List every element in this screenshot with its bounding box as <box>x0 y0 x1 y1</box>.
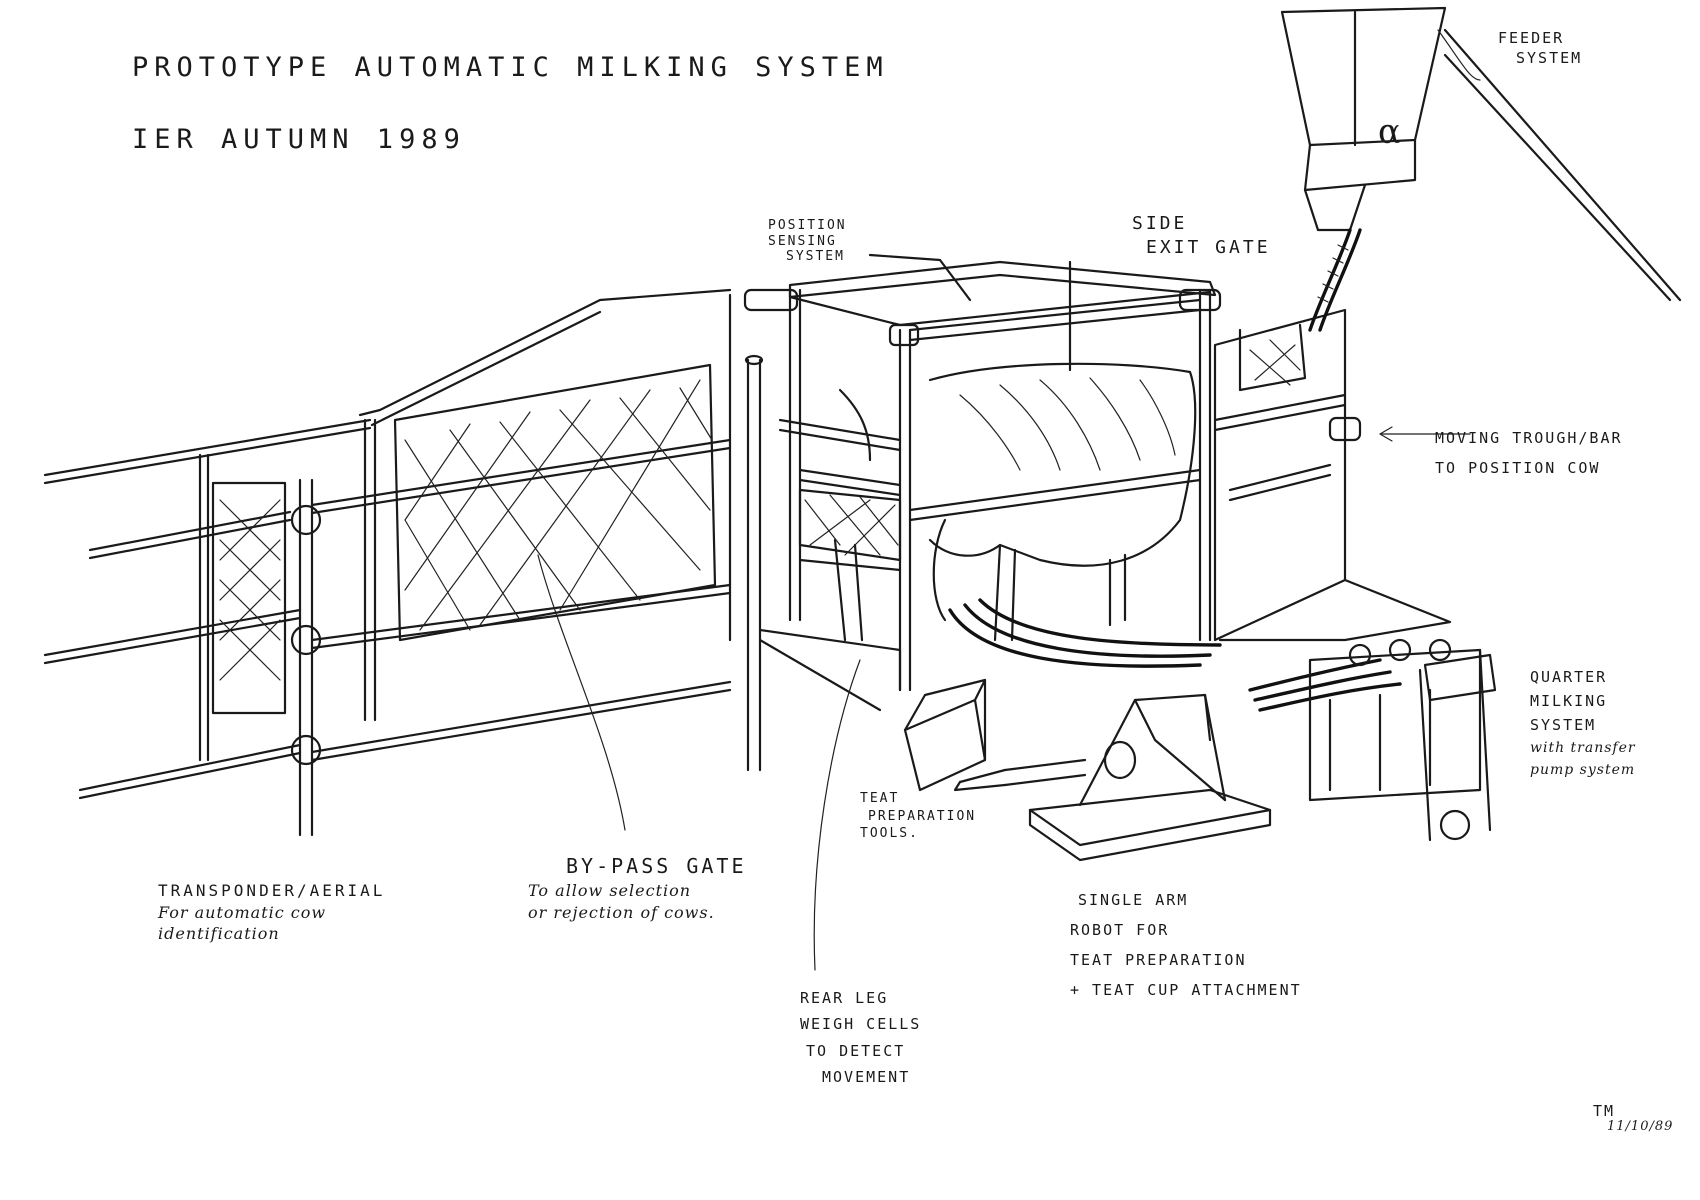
label-robot-line-2: ROBOT FOR <box>1070 921 1170 939</box>
label-teat-tools-line-1: TEAT <box>860 791 900 806</box>
label-position-sensing: POSITION SENSING SYSTEM <box>768 218 847 265</box>
bypass-gate-panel <box>393 354 764 772</box>
label-transponder-line-2: For automatic cow <box>158 902 327 922</box>
milk-tubes <box>948 598 1402 712</box>
label-transponder: TRANSPONDER/AERIAL For automatic cow ide… <box>158 880 385 945</box>
label-bypass-gate: BY-PASS GATE To allow selection or rejec… <box>528 853 747 923</box>
label-teat-tools: TEAT PREPARATION TOOLS. <box>860 790 976 843</box>
label-feeder-system: FEEDER SYSTEM <box>1498 28 1582 69</box>
signature-date: 11/10/89 <box>1607 1118 1674 1134</box>
label-position-line-1: POSITION <box>768 218 847 233</box>
label-quarter-line-3: SYSTEM <box>1530 716 1597 734</box>
label-quarter-line-1: QUARTER <box>1530 668 1608 686</box>
cow-outline <box>833 362 1197 642</box>
teat-tools-box <box>903 678 987 792</box>
label-rear-leg: REAR LEG WEIGH CELLS TO DETECT MOVEMENT <box>800 985 921 1090</box>
label-rear-leg-line-4: MOVEMENT <box>822 1067 911 1086</box>
title-line-1: PROTOTYPE AUTOMATIC MILKING SYSTEM <box>132 52 889 83</box>
label-moving-trough-line-1: MOVING TROUGH/BAR <box>1435 429 1623 447</box>
label-moving-trough-line-2: TO POSITION COW <box>1435 459 1601 477</box>
title-line-2: IER AUTUMN 1989 <box>132 124 466 155</box>
label-robot: SINGLE ARM ROBOT FOR TEAT PREPARATION + … <box>1070 885 1302 1005</box>
label-feeder-line-2: SYSTEM <box>1516 49 1583 68</box>
leader-lines <box>537 29 1481 971</box>
label-quarter-milking: QUARTER MILKING SYSTEM with transfer pum… <box>1530 665 1636 782</box>
label-robot-line-1: SINGLE ARM <box>1078 891 1189 909</box>
label-quarter-line-2: MILKING <box>1530 692 1608 710</box>
signature: TM 11/10/89 <box>1593 1103 1673 1134</box>
label-position-line-2: SENSING <box>768 233 837 249</box>
left-fence <box>43 418 372 800</box>
label-side-exit-line-2: EXIT GATE <box>1146 237 1271 259</box>
label-robot-line-3: TEAT PREPARATION <box>1070 951 1247 969</box>
transponder-gate <box>211 478 322 837</box>
stall-frame <box>743 253 1222 692</box>
bypass-fence <box>310 288 732 762</box>
label-moving-trough: MOVING TROUGH/BAR TO POSITION COW <box>1435 423 1623 483</box>
signature-initials: TM <box>1593 1102 1616 1120</box>
label-rear-leg-line-1: REAR LEG <box>800 989 889 1007</box>
label-teat-tools-line-2: PREPARATION <box>868 808 977 824</box>
label-bypass-line-3: or rejection of cows. <box>528 902 715 922</box>
label-quarter-line-4: with transfer <box>1530 740 1636 756</box>
rear-stall-panel <box>758 488 902 712</box>
label-bypass-line-1: BY-PASS GATE <box>566 854 747 878</box>
label-rear-leg-line-3: TO DETECT <box>806 1041 906 1060</box>
label-robot-line-4: + TEAT CUP ATTACHMENT <box>1070 981 1302 999</box>
feeder-alpha-symbol: α <box>1378 112 1401 152</box>
label-transponder-line-3: identification <box>158 924 280 944</box>
label-feeder-line-1: FEEDER <box>1498 29 1565 47</box>
label-transponder-line-1: TRANSPONDER/AERIAL <box>158 881 386 900</box>
label-position-line-3: SYSTEM <box>786 249 845 265</box>
label-side-exit-line-1: SIDE <box>1132 213 1188 234</box>
label-teat-tools-line-3: TOOLS. <box>860 826 919 842</box>
feeder-hopper <box>1280 6 1682 332</box>
label-rear-leg-line-2: WEIGH CELLS <box>800 1015 922 1034</box>
quarter-milking-unit <box>1308 638 1497 842</box>
side-exit-gate <box>1213 308 1452 642</box>
label-bypass-line-2: To allow selection <box>528 881 692 900</box>
robot-arm <box>953 693 1272 862</box>
label-quarter-line-5: pump system <box>1530 762 1636 779</box>
label-side-exit-gate: SIDE EXIT GATE <box>1132 212 1271 261</box>
